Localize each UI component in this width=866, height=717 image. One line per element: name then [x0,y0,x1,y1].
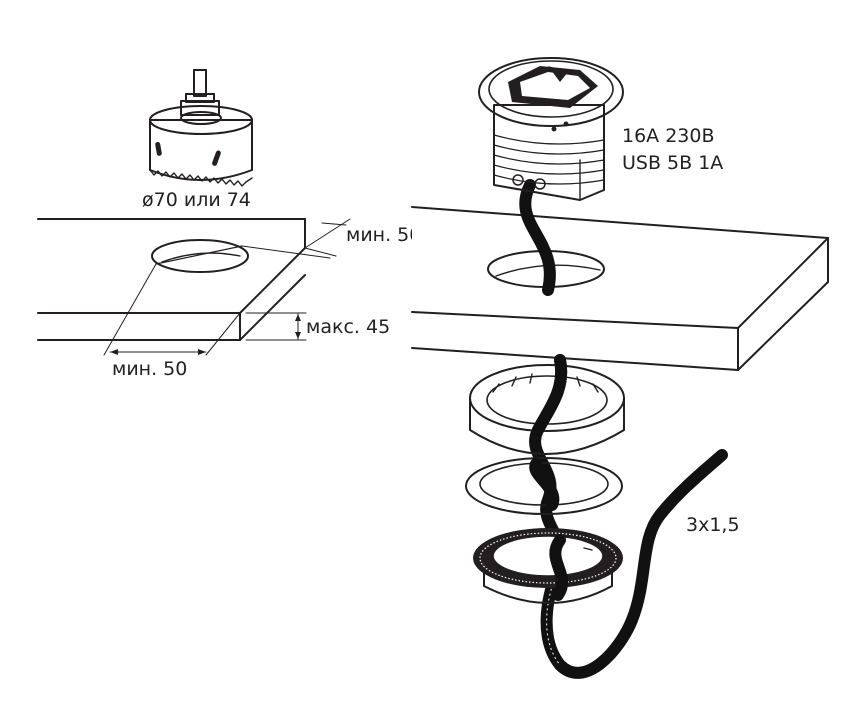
max-thickness-dimension [245,312,307,341]
mounting-ring-icon [469,354,625,455]
min-edge-top-dimension [241,218,351,259]
countertop-schematic [37,218,306,341]
min-edge-front-label: мин. 50 [112,358,187,380]
min-edge-front-dimension [103,263,241,356]
rating-power-label: 16A 230B [622,125,715,147]
rating-usb-label: USB 5B 1A [622,152,723,174]
min-edge-top-label: мин. 50 [346,224,421,246]
hole-saw-icon [149,69,253,187]
cable-section-label: 3x1,5 [686,514,740,536]
cutter-diameter-label: ø70 или 74 [142,189,251,211]
clamp-nut-icon [473,528,623,604]
countertop-slab [411,206,829,371]
gasket-icon [465,457,623,515]
max-thickness-label: макс. 45 [306,316,390,338]
countertop-socket-icon [478,57,624,201]
